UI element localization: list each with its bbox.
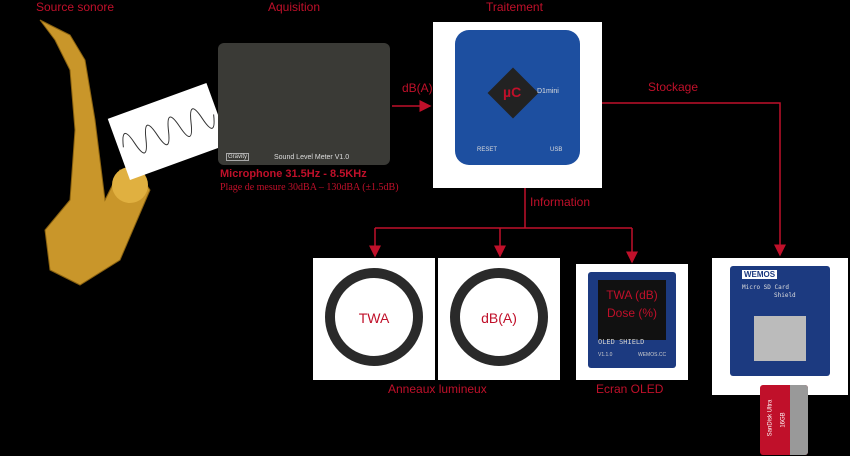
led-ring-twa: TWA bbox=[313, 258, 435, 380]
label-source: Source sonore bbox=[36, 0, 115, 14]
mcu-usb: USB bbox=[550, 147, 563, 153]
arrow-to-storage bbox=[602, 102, 786, 257]
led-ring-dba: dB(A) bbox=[438, 258, 560, 380]
ring-twa-text: TWA bbox=[358, 310, 390, 326]
mcu-chip-label: µC bbox=[503, 84, 522, 100]
oled-line2: Dose (%) bbox=[606, 306, 657, 320]
label-storage: Stockage bbox=[648, 80, 699, 94]
label-acquisition: Aquisition bbox=[268, 0, 321, 14]
label-rings: Anneaux lumineux bbox=[388, 382, 487, 396]
mcu-model: D1mini bbox=[537, 88, 559, 95]
oled-version: V1.1.0 bbox=[598, 352, 613, 358]
sd-line2: Shield bbox=[774, 292, 796, 299]
sine-wave-image bbox=[107, 82, 229, 180]
board-brand: Gravity bbox=[226, 153, 250, 161]
label-information: Information bbox=[530, 195, 591, 209]
mic-range: Plage de mesure 30dBA – 130dBA (±1.5dB) bbox=[220, 182, 399, 193]
board-text: Sound Level Meter V1.0 bbox=[274, 154, 350, 161]
mcu-reset: RESET bbox=[477, 147, 498, 153]
oled-site: WEMOS.CC bbox=[638, 352, 667, 358]
mic-title: Microphone 31.5Hz - 8.5KHz bbox=[220, 168, 367, 180]
label-oled: Ecran OLED bbox=[596, 382, 664, 396]
sd-card-image: SanDisk Ultra 16GB bbox=[760, 385, 808, 455]
sd-brand: WEMOS bbox=[742, 270, 778, 279]
label-processing: Traitement bbox=[486, 0, 543, 14]
sd-line1: Micro SD Card bbox=[742, 284, 789, 291]
sd-card-size: 16GB bbox=[780, 412, 787, 428]
sd-card-brand: SanDisk Ultra bbox=[767, 399, 774, 437]
mcu-image: µC D1mini RESET USB bbox=[433, 22, 602, 188]
oled-image: TWA (dB) Dose (%) OLED SHIELD V1.1.0 WEMO… bbox=[576, 264, 688, 380]
sound-level-meter-board: Sound Level Meter V1.0 Gravity bbox=[218, 43, 390, 165]
oled-shield: OLED SHIELD bbox=[598, 338, 645, 346]
oled-line1: TWA (dB) bbox=[606, 288, 658, 302]
ring-dba-text: dB(A) bbox=[481, 310, 517, 326]
sd-shield-image: WEMOS Micro SD Card Shield bbox=[712, 258, 848, 395]
label-dba: dB(A) bbox=[402, 81, 433, 95]
